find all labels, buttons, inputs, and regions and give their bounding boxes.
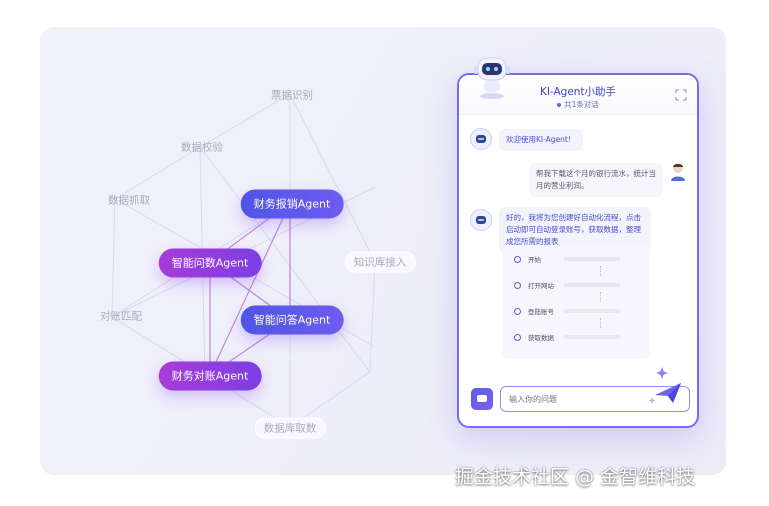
- message-bot-welcome: 欢迎使用KI-Agent!: [499, 129, 583, 151]
- agent-finance-reimburse[interactable]: 财务报销Agent: [240, 189, 344, 219]
- chat-subtitle: 共1条对话: [459, 99, 697, 110]
- workflow-steps: 开始 打开网站 登陆账号 获取数据: [502, 245, 650, 359]
- agent-smart-query[interactable]: 智能问数Agent: [158, 248, 262, 278]
- agent-smart-qa[interactable]: 智能问答Agent: [240, 305, 344, 335]
- workflow-step[interactable]: 获取数据: [514, 331, 620, 343]
- step-circle-icon: [514, 307, 521, 315]
- step-circle-icon: [514, 333, 521, 341]
- bot-avatar-icon-2: [470, 209, 492, 231]
- robot-mascot-icon: [474, 57, 510, 99]
- step-bar: [564, 257, 620, 261]
- expand-icon[interactable]: [675, 89, 687, 101]
- chat-count: 共1条对话: [564, 100, 599, 109]
- workflow-step[interactable]: 登陆账号: [514, 305, 620, 317]
- step-connector: [600, 318, 601, 328]
- chat-panel: KI-Agent小助手 共1条对话 欢迎使用KI-Agent! 帮我下载这个月的…: [457, 73, 699, 428]
- step-connector: [600, 292, 601, 302]
- user-avatar-icon: [671, 163, 685, 181]
- outer-label-reconcile: 对账匹配: [100, 310, 142, 323]
- step-label: 获取数据: [528, 334, 554, 342]
- outer-label-database: 数据库取数: [254, 417, 326, 439]
- step-connector: [600, 266, 601, 276]
- step-circle-icon: [514, 255, 521, 263]
- step-label: 打开网站: [528, 282, 554, 290]
- step-bar: [564, 335, 620, 339]
- agent-finance-reconcile[interactable]: 财务对账Agent: [158, 361, 262, 391]
- step-bar: [564, 283, 620, 287]
- watermark: 掘金技术社区 @ 金智维科技: [455, 466, 696, 488]
- step-label: 开始: [528, 256, 541, 264]
- outer-label-validate: 数据校验: [181, 141, 223, 154]
- workflow-step[interactable]: 开始: [514, 253, 620, 265]
- chat-history-button[interactable]: [471, 388, 493, 410]
- chat-input[interactable]: [500, 386, 690, 412]
- chat-bubble-icon: [477, 395, 487, 402]
- step-bar: [564, 309, 620, 313]
- outer-label-scrape: 数据抓取: [108, 194, 150, 207]
- step-label: 登陆账号: [528, 308, 554, 316]
- bot-avatar-icon: [470, 128, 492, 150]
- message-user: 帮我下载这个月的银行流水，统计当月的营业利润。: [529, 163, 663, 197]
- step-circle-icon: [514, 281, 521, 289]
- send-icon[interactable]: [649, 365, 685, 405]
- chat-input-row: [459, 378, 697, 426]
- workflow-step[interactable]: 打开网站: [514, 279, 620, 291]
- outer-label-bill: 票据识别: [271, 89, 313, 102]
- outer-label-knowledge: 知识库接入: [344, 251, 416, 273]
- chat-title: KI-Agent小助手: [539, 86, 617, 98]
